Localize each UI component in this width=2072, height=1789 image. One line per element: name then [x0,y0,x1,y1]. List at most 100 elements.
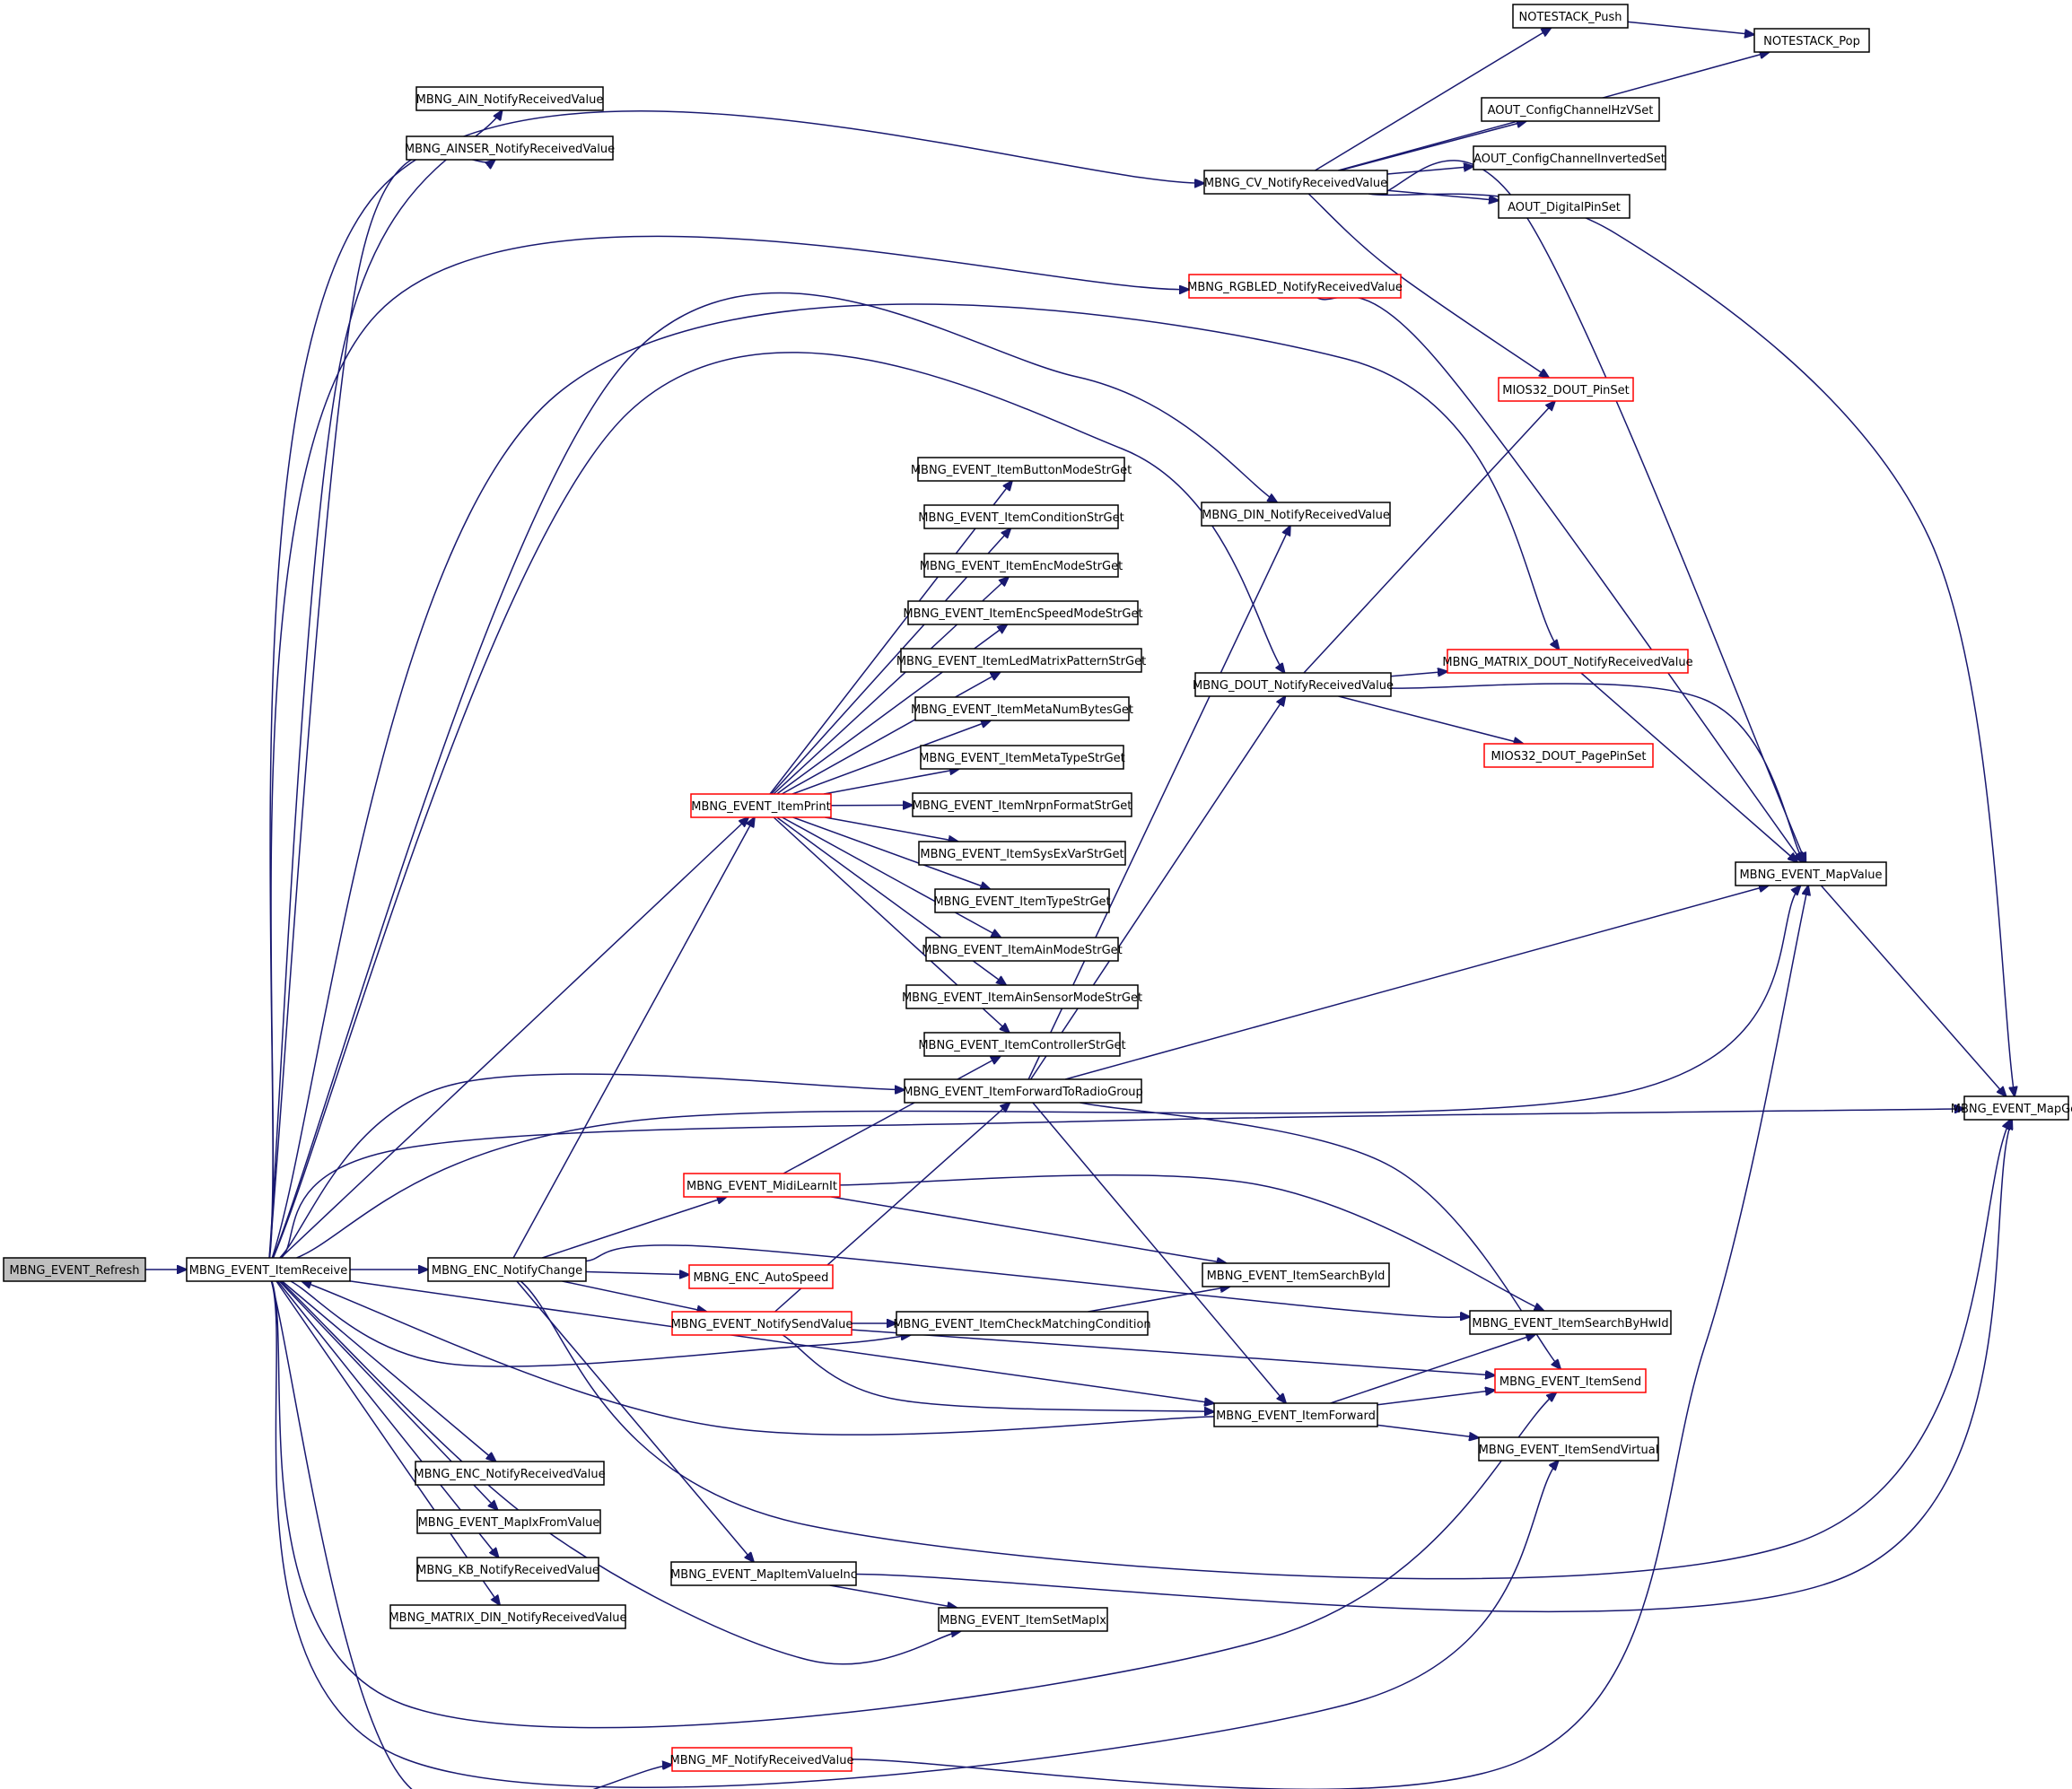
node-kbNotify[interactable]: MBNG_KB_NotifyReceivedValue [416,1557,599,1582]
node-box [904,1078,1142,1104]
node-mfNotify[interactable]: MBNG_MF_NotifyReceivedValue [670,1747,854,1772]
node-box [918,841,1126,866]
edge-itemForward-to-searchByHwId [1330,1334,1536,1404]
node-s_metatype[interactable]: MBNG_EVENT_ItemMetaTypeStrGet [919,745,1125,770]
node-s_nrpn[interactable]: MBNG_EVENT_ItemNrpnFormatStrGet [912,792,1132,817]
node-label: MBNG_MF_NotifyReceivedValue [670,1754,854,1767]
edge-notifySend-to-itemForward [782,1334,1214,1412]
node-rgbled[interactable]: MBNG_RGBLED_NotifyReceivedValue [1187,274,1403,299]
edge-itemReceive-to-matrixDin [275,1280,500,1605]
node-label: MBNG_EVENT_NotifySendValue [671,1318,853,1331]
edge-itemForward-to-itemReceive [302,1281,1215,1436]
node-aoutInv[interactable]: AOUT_ConfigChannelInvertedSet [1473,145,1666,170]
node-label: MBNG_EVENT_ItemNrpnFormatStrGet [913,799,1132,813]
node-mapIx[interactable]: MBNG_EVENT_MapIxFromValue [416,1509,601,1534]
edge-itemPrint-to-s_sysex [825,816,957,842]
node-box [1963,1095,2069,1121]
edge-encNotifyChange-to-encAutoSpeed [585,1271,689,1274]
node-box [923,504,1119,529]
edge-encNotifyChange-to-mapGet [520,1120,2010,1580]
node-encNotifyRecv[interactable]: MBNG_ENC_NotifyReceivedValue [414,1461,606,1486]
edge-itemReceive-to-encNotifyRecv [281,1280,495,1462]
node-midiLearn[interactable]: MBNG_EVENT_MidiLearnIt [683,1173,841,1198]
edge-itemReceive-to-fwdRadio [279,1073,905,1259]
node-label: MBNG_EVENT_ItemSend [1499,1375,1641,1389]
edge-fwdRadio-to-mapValue [1064,886,1769,1080]
node-label: MBNG_DOUT_NotifyReceivedValue [1193,679,1394,693]
node-mapGet[interactable]: MBNG_EVENT_MapGet [1951,1095,2072,1121]
node-notifySend[interactable]: MBNG_EVENT_NotifySendValue [671,1311,853,1336]
node-aoutHzV[interactable]: AOUT_ConfigChannelHzVSet [1481,97,1660,122]
node-itemForward[interactable]: MBNG_EVENT_ItemForward [1213,1402,1378,1427]
node-label: MBNG_EVENT_ItemSysExVarStrGet [920,848,1123,861]
node-s_btn[interactable]: MBNG_EVENT_ItemButtonModeStrGet [911,457,1132,482]
node-s_cond[interactable]: MBNG_EVENT_ItemConditionStrGet [918,504,1124,529]
node-s_metanum[interactable]: MBNG_EVENT_ItemMetaNumBytesGet [911,696,1133,721]
node-encAutoSpeed[interactable]: MBNG_ENC_AutoSpeed [688,1264,834,1289]
node-ainNotify[interactable]: MBNG_AIN_NotifyReceivedValue [415,86,604,111]
node-dinNotify[interactable]: MBNG_DIN_NotifyReceivedValue [1201,502,1391,527]
node-s_sysex[interactable]: MBNG_EVENT_ItemSysExVarStrGet [918,841,1126,866]
node-doutPagePin[interactable]: MIOS32_DOUT_PagePinSet [1483,743,1654,768]
node-aoutDig[interactable]: AOUT_DigitalPinSet [1498,194,1630,219]
node-s_enc[interactable]: MBNG_EVENT_ItemEncModeStrGet [920,553,1123,578]
edge-encNotifyChange-to-mapItemInc [516,1280,754,1562]
edge-midiLearn-to-searchByHwId [839,1174,1543,1311]
node-s_ctrl[interactable]: MBNG_EVENT_ItemControllerStrGet [918,1032,1126,1057]
edge-itemReceive-to-checkMatch [290,1280,911,1367]
node-refresh[interactable]: MBNG_EVENT_Refresh [3,1257,146,1282]
node-sendVirtual[interactable]: MBNG_EVENT_ItemSendVirtual [1478,1436,1659,1462]
edge-itemPrint-to-s_btn [769,481,1012,795]
node-s_led[interactable]: MBNG_EVENT_ItemLedMatrixPatternStrGet [896,648,1146,673]
node-label: MBNG_EVENT_ItemSearchById [1207,1270,1386,1283]
node-doutPinSet[interactable]: MIOS32_DOUT_PinSet [1498,377,1634,402]
edge-itemPrint-to-s_ain [782,816,1001,938]
node-box [923,1032,1121,1057]
node-nsPush[interactable]: NOTESTACK_Push [1512,4,1629,29]
edge-encNotifyChange-to-itemPrint [512,817,755,1259]
node-checkMatch[interactable]: MBNG_EVENT_ItemCheckMatchingCondition [893,1311,1151,1336]
node-box [914,696,1130,721]
node-box [415,86,604,111]
node-ainserNotify[interactable]: MBNG_AINSER_NotifyReceivedValue [405,135,615,161]
node-searchByHwId[interactable]: MBNG_EVENT_ItemSearchByHwId [1469,1310,1672,1335]
edge-mapItemInc-to-setMapIx [829,1584,957,1608]
edge-encNotifyChange-to-searchByHwId [585,1244,1470,1317]
edge-itemPrint-to-s_type [792,816,991,889]
node-doutNotify[interactable]: MBNG_DOUT_NotifyReceivedValue [1193,672,1394,697]
node-label: MBNG_EVENT_ItemCheckMatchingCondition [893,1318,1150,1331]
node-matrixDout[interactable]: MBNG_MATRIX_DOUT_NotifyReceivedValue [1442,649,1693,674]
node-matrixDin[interactable]: MBNG_MATRIX_DIN_NotifyReceivedValue [389,1604,627,1629]
node-itemPrint[interactable]: MBNG_EVENT_ItemPrint [690,793,832,818]
node-s_ainsensor[interactable]: MBNG_EVENT_ItemAinSensorModeStrGet [902,984,1142,1009]
node-nsPop[interactable]: NOTESTACK_Pop [1753,28,1870,53]
node-box [1481,97,1660,122]
node-label: MBNG_MATRIX_DIN_NotifyReceivedValue [389,1611,626,1625]
node-box [415,1461,605,1486]
node-mapValue[interactable]: MBNG_EVENT_MapValue [1735,861,1887,886]
node-label: MBNG_EVENT_ItemButtonModeStrGet [911,464,1132,477]
node-box [925,937,1119,962]
node-label: MBNG_EVENT_ItemMetaNumBytesGet [911,703,1133,717]
node-cvNotify[interactable]: MBNG_CV_NotifyReceivedValue [1203,170,1388,195]
node-label: MBNG_EVENT_MapValue [1739,868,1882,882]
node-setMapIx[interactable]: MBNG_EVENT_ItemSetMapIx [938,1607,1108,1632]
node-box [900,648,1142,673]
node-s_encspd[interactable]: MBNG_EVENT_ItemEncSpeedModeStrGet [903,600,1143,625]
node-fwdRadio[interactable]: MBNG_EVENT_ItemForwardToRadioGroup [903,1078,1143,1104]
node-encNotifyChange[interactable]: MBNG_ENC_NotifyChange [427,1257,587,1282]
node-label: MBNG_EVENT_ItemControllerStrGet [918,1039,1125,1052]
node-mapItemInc[interactable]: MBNG_EVENT_MapItemValueInc [670,1561,857,1586]
node-s_ain[interactable]: MBNG_EVENT_ItemAinModeStrGet [922,937,1123,962]
node-searchById[interactable]: MBNG_EVENT_ItemSearchById [1202,1262,1390,1287]
node-label: MBNG_EVENT_MidiLearnIt [686,1180,837,1193]
edge-itemReceive-to-itemForward [349,1280,1214,1403]
node-box [1735,861,1887,886]
node-itemReceive[interactable]: MBNG_EVENT_ItemReceive [186,1257,351,1282]
node-itemSend[interactable]: MBNG_EVENT_ItemSend [1494,1368,1647,1393]
node-label: MBNG_EVENT_MapItemValueInc [670,1568,857,1582]
node-label: MBNG_RGBLED_NotifyReceivedValue [1187,281,1403,294]
node-s_type[interactable]: MBNG_EVENT_ItemTypeStrGet [933,888,1111,913]
node-box [671,1747,852,1772]
